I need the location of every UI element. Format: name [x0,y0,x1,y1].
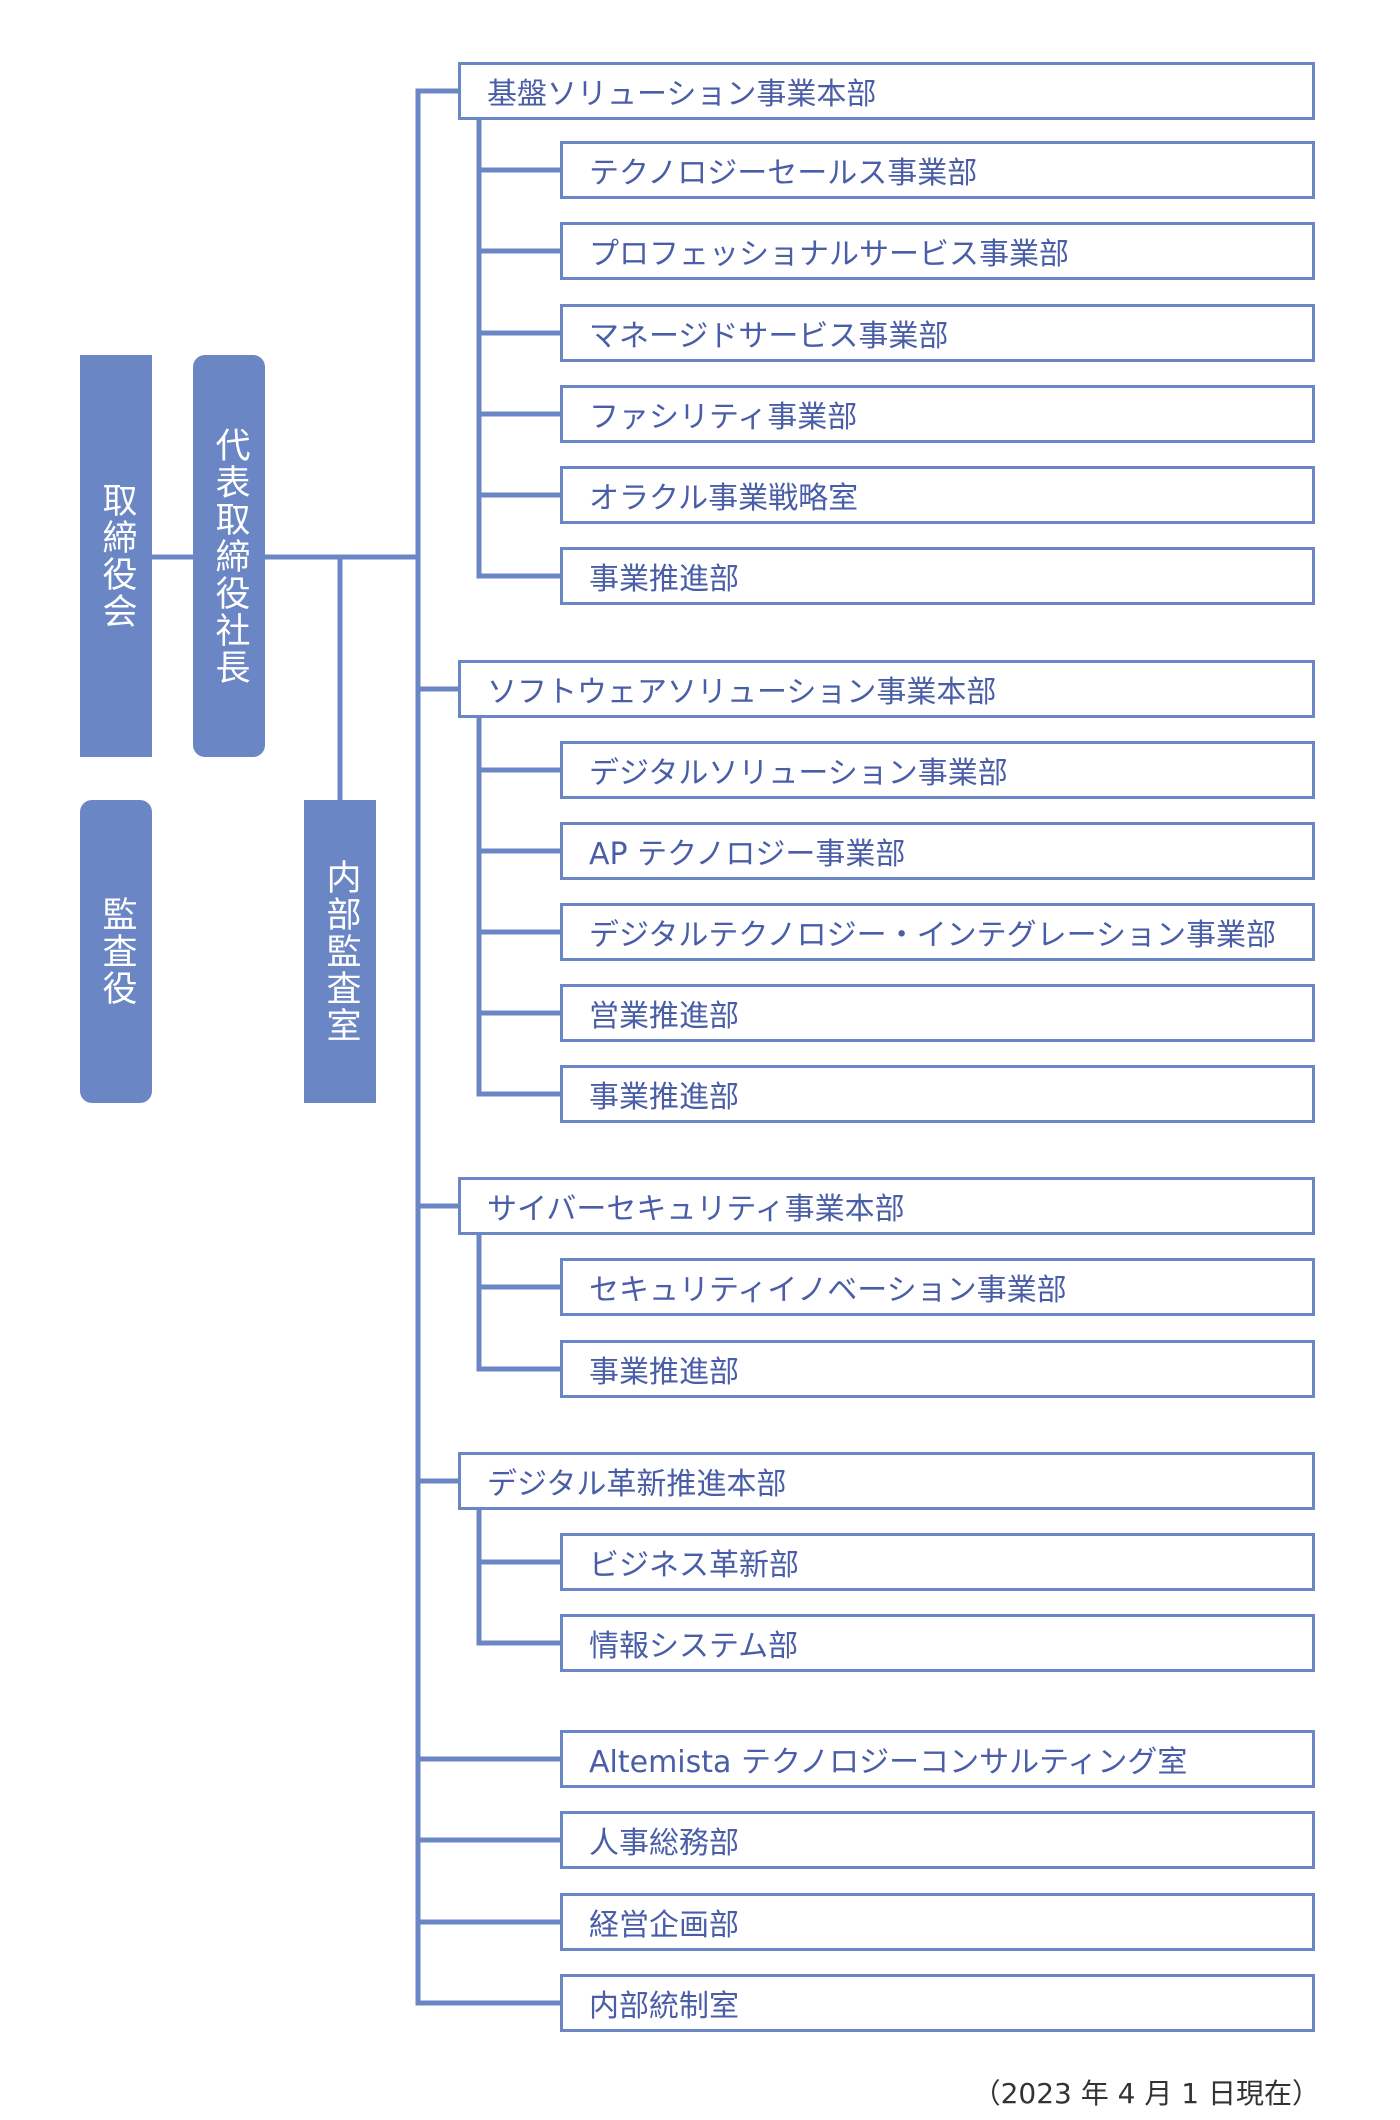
department-box-label: 事業推進部 [589,1355,739,1390]
internal-audit-label: 内部監査室 [320,859,361,1044]
office-box: 人事総務部 [560,1811,1315,1869]
division-box: ソフトウェアソリューション事業本部 [458,660,1315,718]
department-box-label: AP テクノロジー事業部 [589,837,906,872]
department-box-label: ファシリティ事業部 [589,400,858,435]
department-box: 営業推進部 [560,984,1315,1042]
department-box-label: マネージドサービス事業部 [589,319,949,354]
department-box: AP テクノロジー事業部 [560,822,1315,880]
department-box-label: デジタルテクノロジー・インテグレーション事業部 [589,918,1276,953]
department-box-label: 事業推進部 [589,1080,739,1115]
department-box-label: ビジネス革新部 [589,1548,799,1583]
department-box: 事業推進部 [560,547,1315,605]
department-box: 事業推進部 [560,1340,1315,1398]
department-box: セキュリティイノベーション事業部 [560,1258,1315,1316]
department-box: テクノロジーセールス事業部 [560,141,1315,199]
office-box-label: 経営企画部 [589,1908,739,1943]
department-box-label: 事業推進部 [589,562,739,597]
office-box-label: 内部統制室 [589,1989,739,2024]
department-box-label: プロフェッショナルサービス事業部 [589,237,1069,272]
division-box-label: 基盤ソリューション事業本部 [487,77,877,112]
division-box-label: サイバーセキュリティ事業本部 [487,1192,905,1227]
board-box: 取締役会 [80,355,152,757]
president-label: 代表取締役社長 [209,426,250,686]
department-box: オラクル事業戦略室 [560,466,1315,524]
auditor-box: 監査役 [80,800,152,1103]
department-box-label: テクノロジーセールス事業部 [589,156,978,191]
president-box: 代表取締役社長 [193,355,265,757]
department-box: ビジネス革新部 [560,1533,1315,1591]
as-of-date: （2023 年 4 月 1 日現在） [972,2077,1320,2110]
division-box-label: ソフトウェアソリューション事業本部 [487,675,997,710]
office-box: Altemista テクノロジーコンサルティング室 [560,1730,1315,1788]
department-box-label: 営業推進部 [589,999,739,1034]
office-box-label: Altemista テクノロジーコンサルティング室 [589,1745,1188,1780]
office-box-label: 人事総務部 [589,1826,739,1861]
division-box: サイバーセキュリティ事業本部 [458,1177,1315,1235]
department-box-label: セキュリティイノベーション事業部 [589,1273,1067,1308]
department-box: プロフェッショナルサービス事業部 [560,222,1315,280]
department-box: 情報システム部 [560,1614,1315,1672]
division-box: 基盤ソリューション事業本部 [458,62,1315,120]
department-box-label: デジタルソリューション事業部 [589,756,1008,791]
department-box-label: オラクル事業戦略室 [589,481,859,516]
internal-audit-box: 内部監査室 [304,800,376,1103]
division-box-label: デジタル革新推進本部 [487,1467,787,1502]
office-box: 内部統制室 [560,1974,1315,2032]
department-box: 事業推進部 [560,1065,1315,1123]
office-box: 経営企画部 [560,1893,1315,1951]
department-box: デジタルテクノロジー・インテグレーション事業部 [560,903,1315,961]
department-box: ファシリティ事業部 [560,385,1315,443]
department-box: マネージドサービス事業部 [560,304,1315,362]
department-box: デジタルソリューション事業部 [560,741,1315,799]
auditor-label: 監査役 [96,896,137,1007]
department-box-label: 情報システム部 [589,1629,799,1664]
division-box: デジタル革新推進本部 [458,1452,1315,1510]
board-label: 取締役会 [96,482,137,630]
